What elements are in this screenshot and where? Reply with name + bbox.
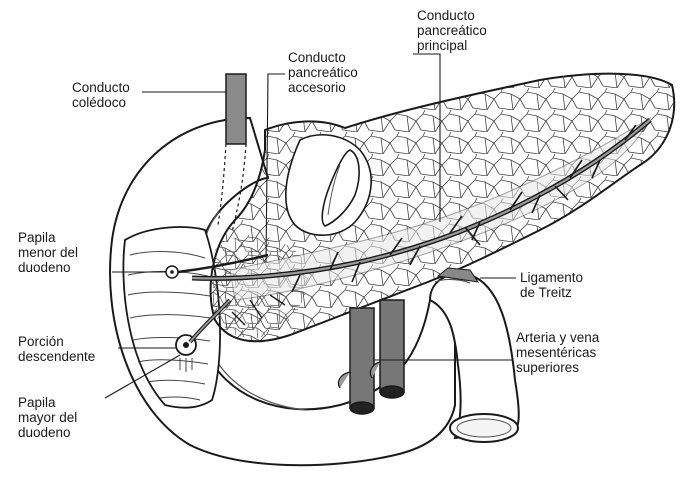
label-line: mayor del <box>18 410 77 425</box>
label-descending-portion: Porción descendente <box>18 334 95 364</box>
label-major-papilla: Papila mayor del duodeno <box>18 395 77 440</box>
label-line: mesentéricas <box>516 345 599 360</box>
label-line: menor del <box>18 245 78 260</box>
label-line: duodeno <box>18 425 77 440</box>
label-line: Conducto <box>417 8 487 23</box>
label-line: Arteria y vena <box>516 330 599 345</box>
label-line: colédoco <box>72 95 130 110</box>
label-mesenteric-vessels: Arteria y vena mesentéricas superiores <box>516 330 599 375</box>
label-line: Conducto <box>72 80 130 95</box>
label-line: duodeno <box>18 260 78 275</box>
label-line: pancreático <box>288 65 358 80</box>
label-line: Papila <box>18 395 77 410</box>
label-line: Ligamento <box>520 270 583 285</box>
label-line: descendente <box>18 349 95 364</box>
label-minor-papilla: Papila menor del duodeno <box>18 230 78 275</box>
label-line: de Treitz <box>520 285 583 300</box>
label-line: accesorio <box>288 80 358 95</box>
label-main-duct: Conducto pancreático principal <box>417 8 487 53</box>
label-line: superiores <box>516 360 599 375</box>
label-line: pancreático <box>417 23 487 38</box>
label-line: Conducto <box>288 50 358 65</box>
label-line: principal <box>417 38 487 53</box>
label-treitz: Ligamento de Treitz <box>520 270 583 300</box>
label-line: Porción <box>18 334 95 349</box>
label-accessory-duct: Conducto pancreático accesorio <box>288 50 358 95</box>
label-common-bile-duct: Conducto colédoco <box>72 80 130 110</box>
superior-mesenteric-vessels <box>338 300 404 414</box>
label-line: Papila <box>18 230 78 245</box>
